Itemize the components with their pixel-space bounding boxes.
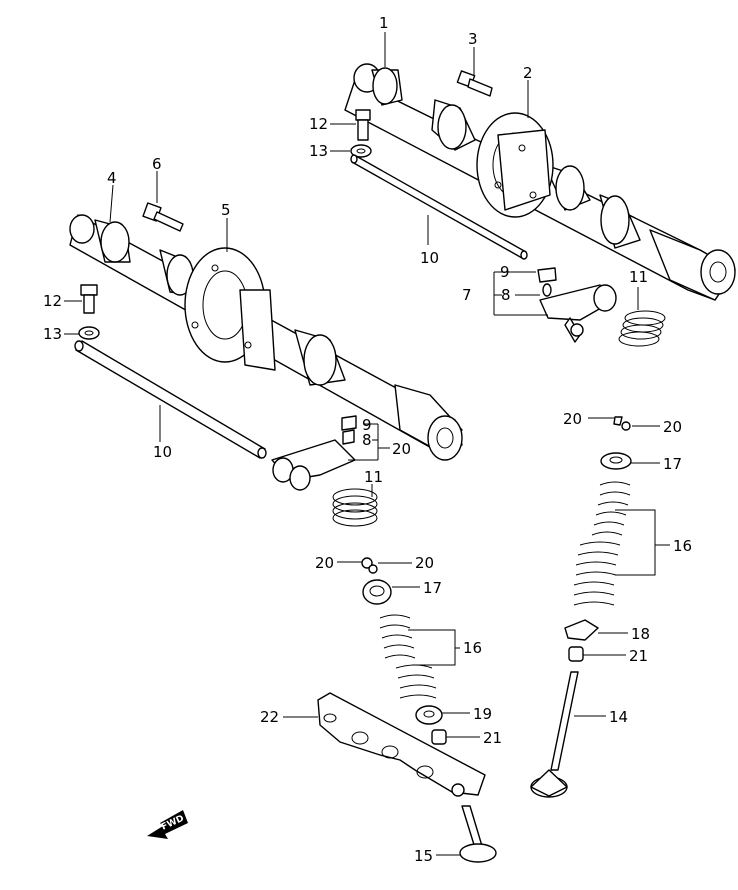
callout-numbers: 1 2 3 4 5 6 7 8 9 8 9 10 10 11 11 12 12 … bbox=[43, 14, 692, 865]
retainer-17-right bbox=[600, 452, 632, 470]
callout-20e: 20 bbox=[415, 554, 434, 572]
callout-16b: 16 bbox=[463, 639, 482, 657]
spring-16-right bbox=[573, 481, 631, 606]
sprocket-upper bbox=[476, 112, 554, 218]
callout-19: 19 bbox=[473, 705, 492, 723]
callout-22: 22 bbox=[260, 708, 279, 726]
callout-21a: 21 bbox=[629, 647, 648, 665]
callout-8a: 8 bbox=[501, 286, 511, 304]
retainer-17-center bbox=[362, 579, 392, 605]
callout-7: 7 bbox=[462, 286, 472, 304]
callout-17a: 17 bbox=[663, 455, 682, 473]
bolt-3 bbox=[456, 70, 493, 97]
callout-11a: 11 bbox=[629, 268, 648, 286]
valve-14 bbox=[530, 671, 579, 798]
valve-15 bbox=[459, 805, 497, 863]
callout-12b: 12 bbox=[43, 292, 62, 310]
callout-17b: 17 bbox=[423, 579, 442, 597]
bolt-12-upper bbox=[355, 109, 371, 141]
callout-11b: 11 bbox=[364, 468, 383, 486]
callout-8b: 8 bbox=[362, 431, 372, 449]
callout-20d: 20 bbox=[315, 554, 334, 572]
callout-20c: 20 bbox=[663, 418, 682, 436]
callout-4: 4 bbox=[107, 169, 117, 187]
bolt-12-lower bbox=[80, 284, 98, 314]
valve-keepers-right bbox=[613, 416, 631, 431]
spring-11-lower bbox=[332, 488, 378, 527]
callout-13a: 13 bbox=[309, 142, 328, 160]
callout-16a: 16 bbox=[673, 537, 692, 555]
callout-10b: 10 bbox=[153, 443, 172, 461]
leader-lines bbox=[64, 32, 670, 856]
callout-6: 6 bbox=[152, 155, 162, 173]
seal-21-center bbox=[431, 729, 447, 745]
valve-keepers-center bbox=[361, 557, 378, 574]
callout-20a: 20 bbox=[392, 440, 411, 458]
callout-20b: 20 bbox=[563, 410, 582, 428]
washer-13-lower bbox=[78, 326, 100, 340]
callout-3: 3 bbox=[468, 30, 478, 48]
callout-2: 2 bbox=[523, 64, 533, 82]
callout-15: 15 bbox=[414, 847, 433, 865]
callout-13b: 13 bbox=[43, 325, 62, 343]
seal-21-right bbox=[568, 646, 584, 662]
callout-12a: 12 bbox=[309, 115, 328, 133]
spring-16-center bbox=[379, 614, 437, 699]
rocker-arm-lower bbox=[271, 415, 357, 491]
cam-chain-guide-22 bbox=[317, 692, 486, 797]
callout-14: 14 bbox=[609, 708, 628, 726]
washer-13-upper bbox=[350, 144, 372, 158]
rocker-shaft-lower bbox=[74, 340, 267, 459]
spring-11-upper bbox=[618, 310, 666, 347]
seat-18-right bbox=[564, 619, 599, 641]
callout-21b: 21 bbox=[483, 729, 502, 747]
bolt-6 bbox=[142, 202, 184, 232]
seat-19 bbox=[415, 705, 443, 725]
callout-9b: 9 bbox=[362, 416, 372, 434]
callout-5: 5 bbox=[221, 201, 231, 219]
callout-1: 1 bbox=[379, 14, 389, 32]
rocker-arm-upper bbox=[537, 267, 617, 343]
fwd-arrow-icon: FWD bbox=[147, 810, 188, 839]
callout-10a: 10 bbox=[420, 249, 439, 267]
sprocket-lower bbox=[184, 247, 276, 371]
callout-9a: 9 bbox=[500, 263, 510, 281]
rocker-shaft-upper bbox=[350, 154, 528, 260]
callout-18: 18 bbox=[631, 625, 650, 643]
